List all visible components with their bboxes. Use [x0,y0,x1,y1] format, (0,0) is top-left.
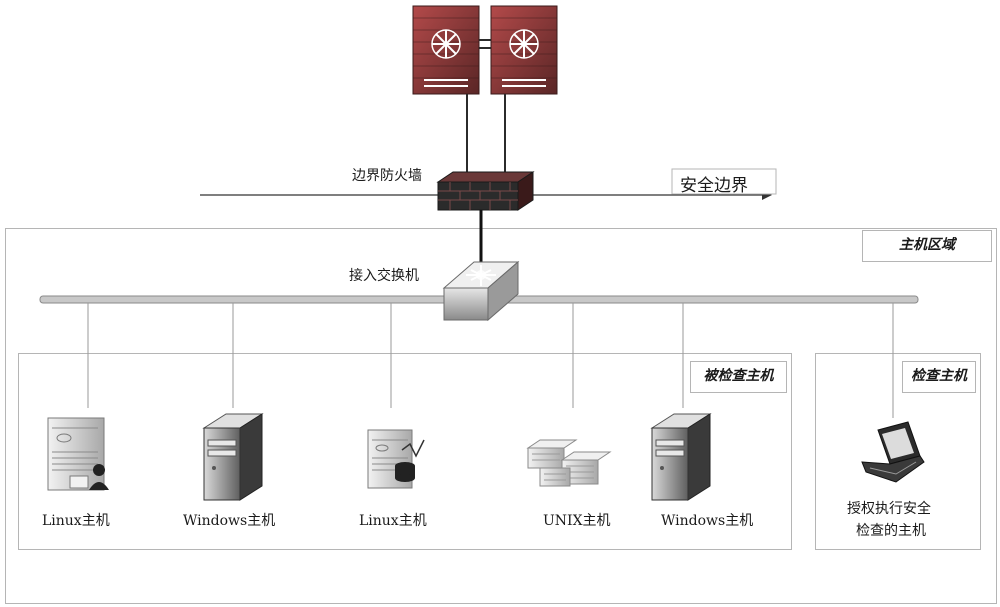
inspected-hosts-tag: 被检查主机 [690,361,787,393]
host-zone-tag: 主机区域 [862,230,992,262]
inspection-host-zone [815,353,981,550]
host-label: Windows主机 [183,513,276,529]
windows-tower-icon [202,413,264,501]
inspection-host-label-line1: 授权执行安全 [847,501,931,517]
inspection-host-label-line2: 检查的主机 [856,523,926,539]
host-zone [5,228,997,604]
unix-rack-server-icon [526,439,612,487]
inspected-hosts-zone [18,353,792,550]
laptop-icon [861,421,925,483]
windows-tower-icon [650,413,712,501]
host-label: UNIX主机 [543,513,611,529]
core-interlink [479,39,491,49]
inspection-host-tag: 检查主机 [902,361,976,393]
security-boundary-label: 安全边界 [680,176,748,196]
core-switch-right-icon [490,5,558,95]
firewall-icon [436,171,535,211]
host-label: Linux主机 [42,513,110,529]
border-firewall-label: 边界防火墙 [352,168,422,184]
host-drop-lines [87,303,894,418]
linux-server-icon [47,417,109,491]
core-switch-left-icon [412,5,480,95]
host-label: Linux主机 [359,513,427,529]
access-switch-icon [442,260,520,322]
security-boundary-box [671,168,777,195]
host-label: Windows主机 [661,513,754,529]
linux-database-server-icon [367,429,425,489]
access-switch-label: 接入交换机 [349,268,419,284]
core-uplinks [466,94,506,172]
